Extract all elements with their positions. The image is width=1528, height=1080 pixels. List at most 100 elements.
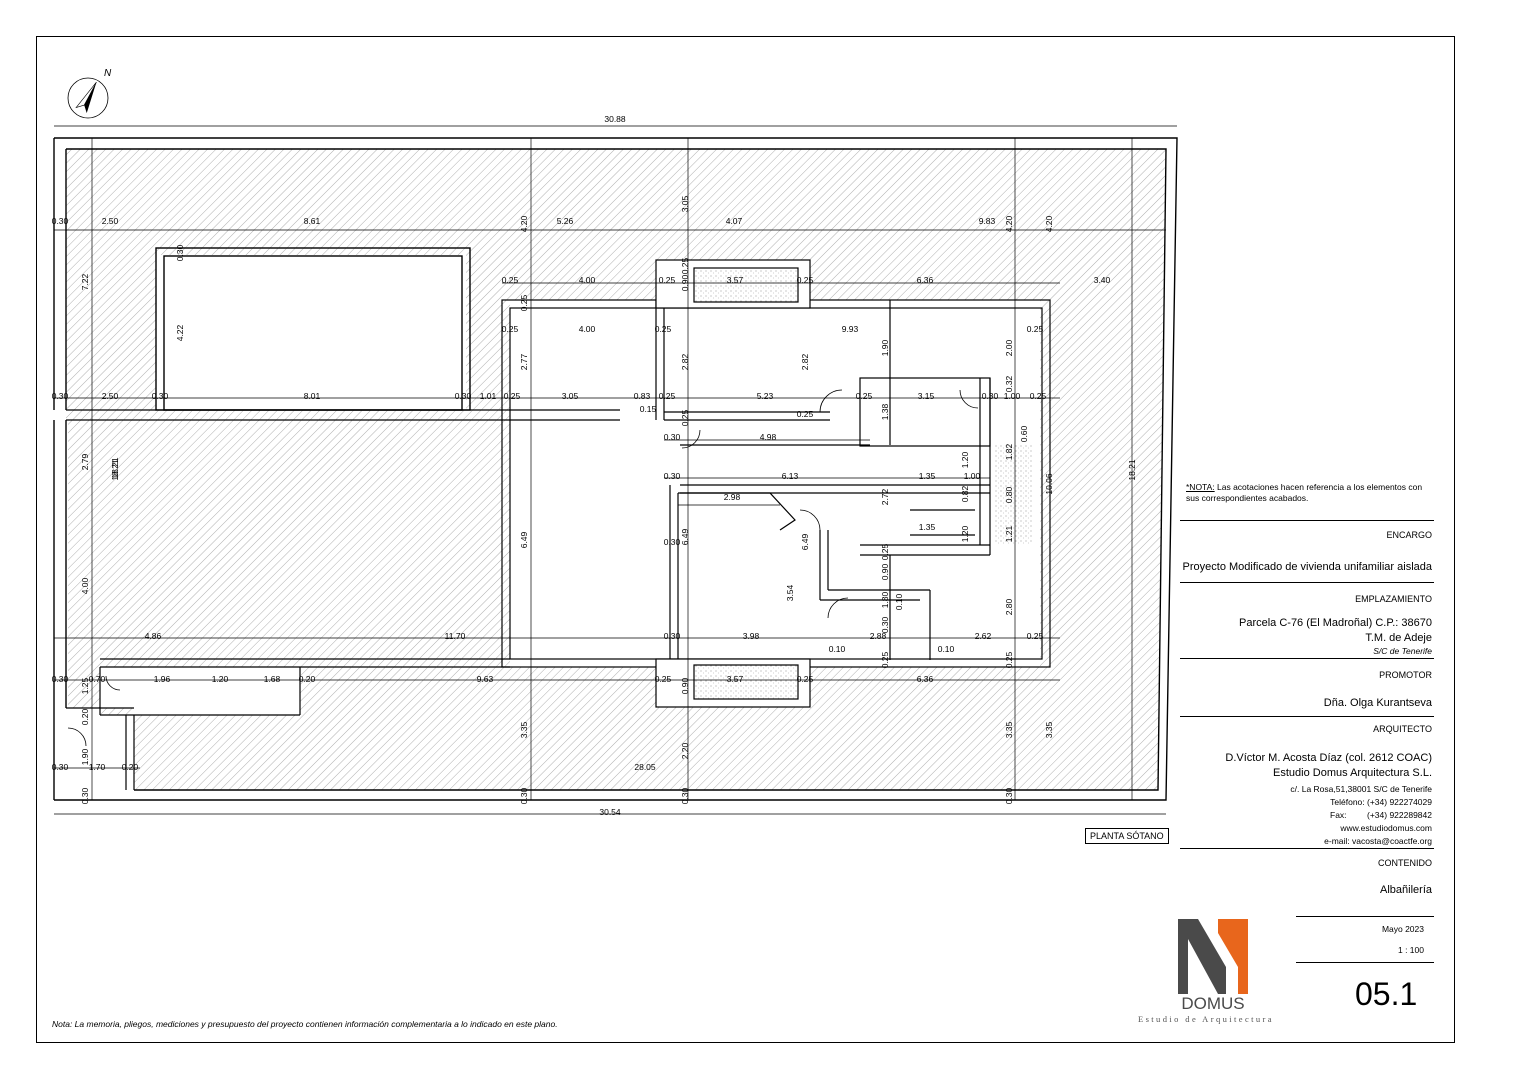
dimension-label: 11.70 <box>445 631 466 641</box>
dimension-label: 0.20 <box>299 674 316 684</box>
note-text: Las acotaciones hacen referencia a los e… <box>1186 482 1423 503</box>
dim-overall-left: 18.21 <box>110 459 120 481</box>
dimension-label: 2.80 <box>1004 598 1014 615</box>
dimension-label: 4.07 <box>726 216 743 226</box>
dimension-label: 0.82 <box>960 485 970 502</box>
dimension-label: 9.63 <box>477 674 494 684</box>
dimension-label: 1.20 <box>960 451 970 468</box>
divider <box>1296 916 1434 917</box>
dimension-label: 1.20 <box>960 525 970 542</box>
dimension-label: 0.25 <box>1004 651 1014 668</box>
dimension-label: 0.90 <box>680 274 690 291</box>
plan-label: PLANTA SÓTANO <box>1085 828 1169 844</box>
studio-fax: (+34) 922289842 <box>1367 810 1432 820</box>
dimension-label: 0.25 <box>797 409 814 419</box>
dimension-label: 4.20 <box>1004 215 1014 232</box>
contenido-heading: CONTENIDO <box>1378 858 1432 868</box>
dimension-label: 0.30 <box>52 674 69 684</box>
dimension-label: 5.26 <box>557 216 574 226</box>
dimension-label: 1.20 <box>212 674 229 684</box>
dimension-label: 0.30 <box>880 616 890 633</box>
arquitecto-heading: ARQUITECTO <box>1373 724 1432 734</box>
encargo-value: Proyecto Modificado de vivienda unifamil… <box>1182 561 1432 573</box>
dimension-label: 2.62 <box>975 631 992 641</box>
divider <box>1296 962 1434 963</box>
planters <box>655 259 1032 708</box>
dimension-label: 0.25 <box>502 324 519 334</box>
dimension-label: 0.30 <box>80 787 90 804</box>
dimension-label: 3.40 <box>1094 275 1111 285</box>
dimension-label: 0.25 <box>797 275 814 285</box>
logo-tagline: Estudio de Arquitectura <box>1138 1014 1274 1024</box>
logo-mark-dark <box>1178 919 1226 994</box>
outer-walls <box>53 137 1178 801</box>
dimension-label: 0.90 <box>680 677 690 694</box>
dimension-label: 0.30 <box>52 762 69 772</box>
pool-outline <box>155 247 471 411</box>
studio-email[interactable]: e-mail: vacosta@coactfe.org <box>1324 836 1432 846</box>
dimension-label: 0.80 <box>1004 486 1014 503</box>
dimension-label: 6.49 <box>680 528 690 545</box>
dim-overall-top: 30.88 <box>604 114 626 124</box>
dimension-label: 3.35 <box>1044 721 1054 738</box>
studio-fax-label: Fax: <box>1330 810 1347 820</box>
dimension-label: 0.10 <box>894 593 904 610</box>
dimension-label: 0.25 <box>880 651 890 668</box>
dimension-label: 0.30 <box>455 391 472 401</box>
dimension-label: 1.35 <box>919 471 936 481</box>
dimension-label: 1.90 <box>880 339 890 356</box>
dimension-label: 2.00 <box>1004 339 1014 356</box>
dimension-label: 4.20 <box>519 215 529 232</box>
promotor-heading: PROMOTOR <box>1379 670 1432 680</box>
dimension-label: 3.57 <box>727 674 744 684</box>
dimension-label: 10.06 <box>1044 473 1054 495</box>
dimension-label: 5.23 <box>757 391 774 401</box>
dimension-label: 0.30 <box>664 537 681 547</box>
dimension-label: 0.25 <box>659 275 676 285</box>
dimension-label: 4.98 <box>760 432 777 442</box>
divider <box>1180 716 1434 717</box>
dimension-label: 6.36 <box>917 275 934 285</box>
dimension-label: 1.38 <box>880 403 890 420</box>
dimension-label: 2.98 <box>724 492 741 502</box>
studio-address: c/. La Rosa,51,38001 S/C de Tenerife <box>1290 784 1432 794</box>
dimension-label: 0.30 <box>664 432 681 442</box>
dimension-label: 0.30 <box>664 631 681 641</box>
dimension-label: 0.25 <box>502 275 519 285</box>
dimension-label: 2.82 <box>800 353 810 370</box>
dimension-label: 2.20 <box>680 742 690 759</box>
dimension-label: 0.60 <box>1019 425 1029 442</box>
dimension-label: 0.25 <box>856 391 873 401</box>
studio-web[interactable]: www.estudiodomus.com <box>1340 823 1432 833</box>
dimension-label: 1.82 <box>1004 443 1014 460</box>
dimension-label: 2.88 <box>870 631 887 641</box>
emplazamiento-heading: EMPLAZAMIENTO <box>1355 594 1432 604</box>
dimension-label: 9.83 <box>979 216 996 226</box>
dimension-label: 6.36 <box>917 674 934 684</box>
note-prefix: *NOTA: <box>1186 482 1215 492</box>
dimension-label: 0.30 <box>52 216 69 226</box>
dimension-label: 1.80 <box>880 591 890 608</box>
dimension-label: 8.61 <box>304 216 321 226</box>
divider <box>1180 658 1434 659</box>
dimension-label: 0.10 <box>829 644 846 654</box>
dimension-label: 1.00 <box>1004 391 1021 401</box>
north-label: N <box>104 68 112 79</box>
dimension-texts: 30.88 30.54 18.21 18.21 <box>110 114 1137 817</box>
dimension-label: 4.22 <box>175 324 185 341</box>
dimension-label: 0.30 <box>519 787 529 804</box>
divider <box>1180 520 1434 521</box>
dimension-label: 4.86 <box>145 631 162 641</box>
dimension-lines <box>54 125 1177 815</box>
domus-logo: DOMUS Estudio de Arquitectura <box>1138 919 1274 1024</box>
dimension-label: 6.49 <box>519 531 529 548</box>
dim-overall-bottom: 30.54 <box>599 807 621 817</box>
dimension-label: 2.50 <box>102 391 119 401</box>
dimension-label: 3.57 <box>727 275 744 285</box>
dimension-label: 2.77 <box>519 353 529 370</box>
arquitecto-name: D.Víctor M. Acosta Díaz (col. 2612 COAC) <box>1225 752 1432 764</box>
dimension-label: 2.82 <box>680 353 690 370</box>
dimension-label: 2.50 <box>102 216 119 226</box>
dimension-label: 0.30 <box>175 244 185 261</box>
